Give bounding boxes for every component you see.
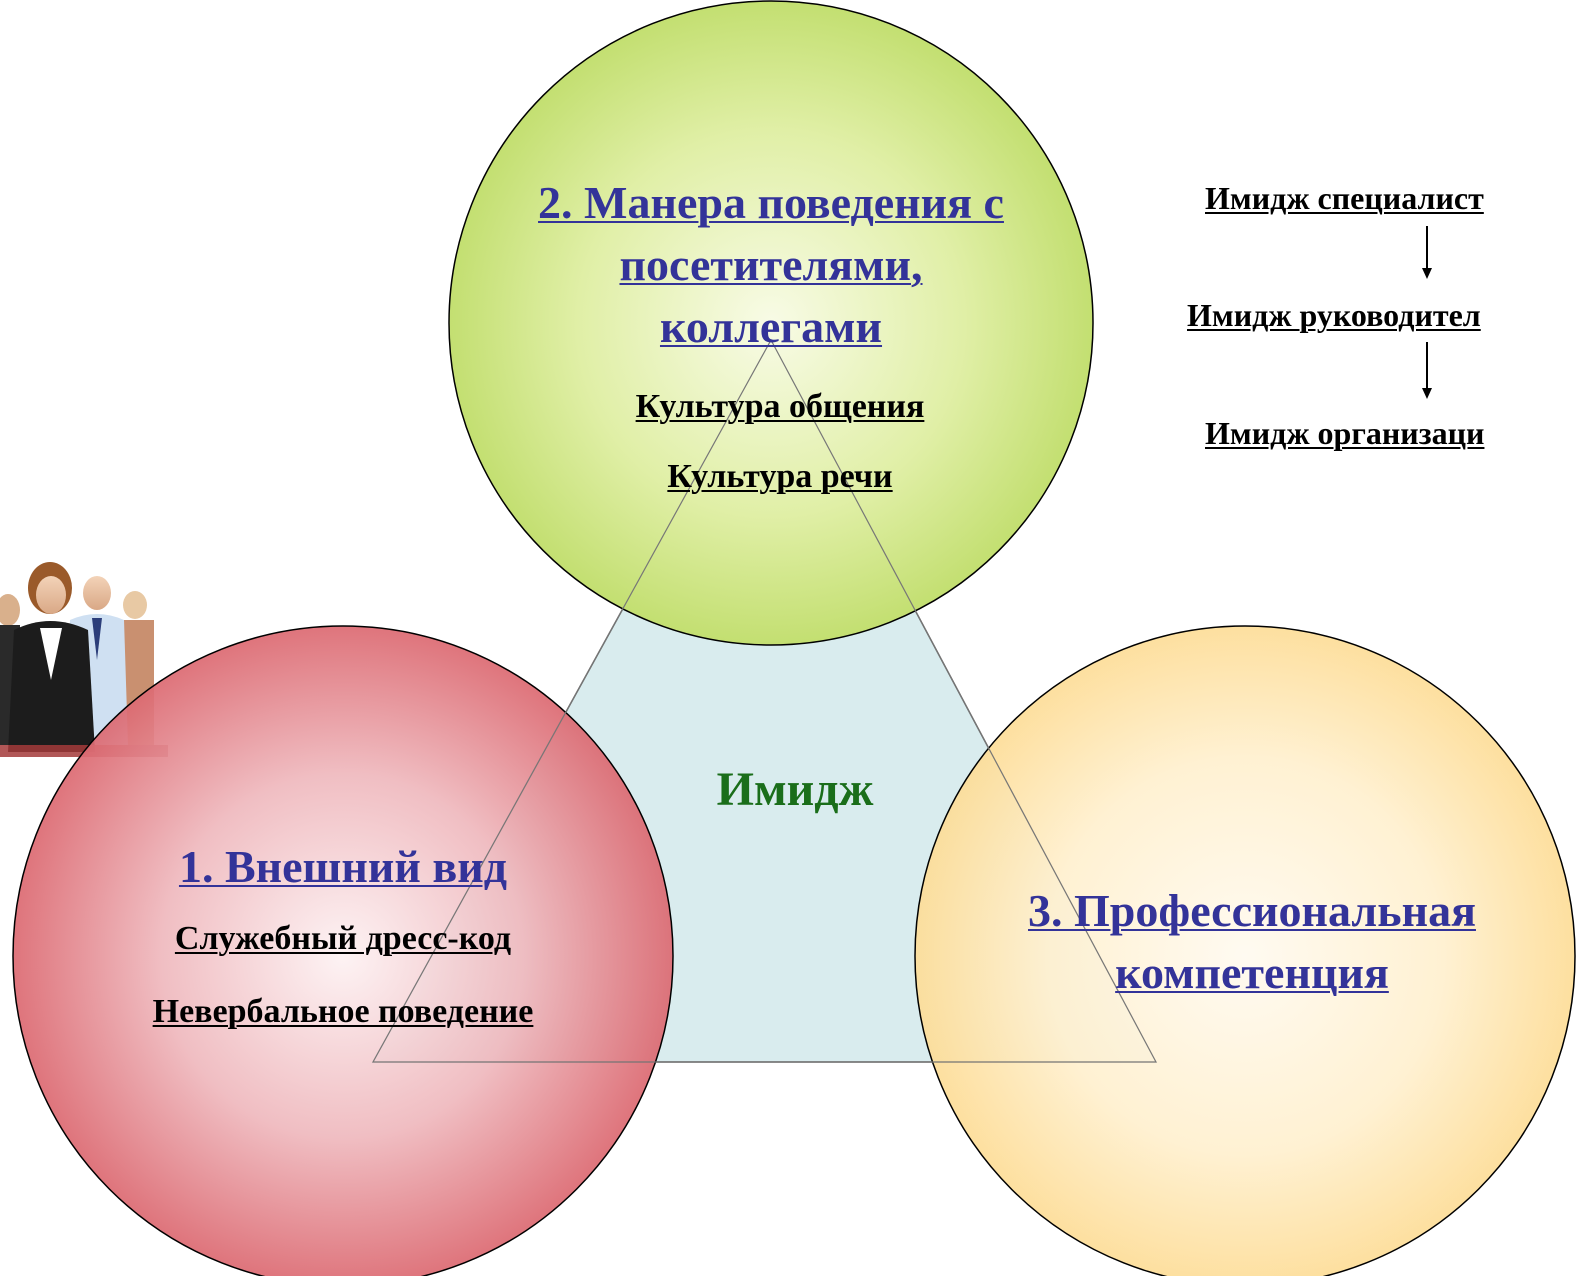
manner-item-speech[interactable]: Культура речи — [667, 458, 893, 495]
competence-title-line-1[interactable]: 3. Профессиональная — [1028, 885, 1476, 936]
image-triangle-outline — [371, 338, 1157, 1063]
manner-title-line-3[interactable]: коллегами — [659, 301, 883, 352]
center-image-label: Имидж — [716, 763, 874, 816]
appearance-item-dresscode[interactable]: Служебный дресс-код — [174, 920, 512, 957]
chain-arrow-2 — [1422, 342, 1432, 399]
chain-item-specialist[interactable]: Имидж специалист — [1205, 180, 1484, 216]
chain-arrow-1 — [1422, 226, 1432, 279]
competence-title-line-2[interactable]: компетенция — [1115, 947, 1389, 998]
manner-item-communication[interactable]: Культура общения — [635, 388, 925, 425]
appearance-item-nonverbal[interactable]: Невербальное поведение — [152, 993, 534, 1030]
appearance-title[interactable]: 1. Внешний вид — [178, 841, 508, 892]
manner-title-line-1[interactable]: 2. Манера поведения с — [538, 177, 1004, 228]
manner-title-line-2[interactable]: посетителями, — [619, 239, 923, 290]
manner-title[interactable]: 2. Манера поведения с посетителями, колл… — [491, 172, 1051, 358]
circle-appearance — [12, 625, 674, 1276]
chain-item-organization[interactable]: Имидж организаци — [1205, 415, 1485, 451]
circle-competence — [914, 625, 1576, 1276]
circle-manner — [448, 0, 1094, 646]
chain-item-manager[interactable]: Имидж руководител — [1187, 297, 1481, 333]
competence-title[interactable]: 3. Профессиональная компетенция — [952, 880, 1552, 1004]
